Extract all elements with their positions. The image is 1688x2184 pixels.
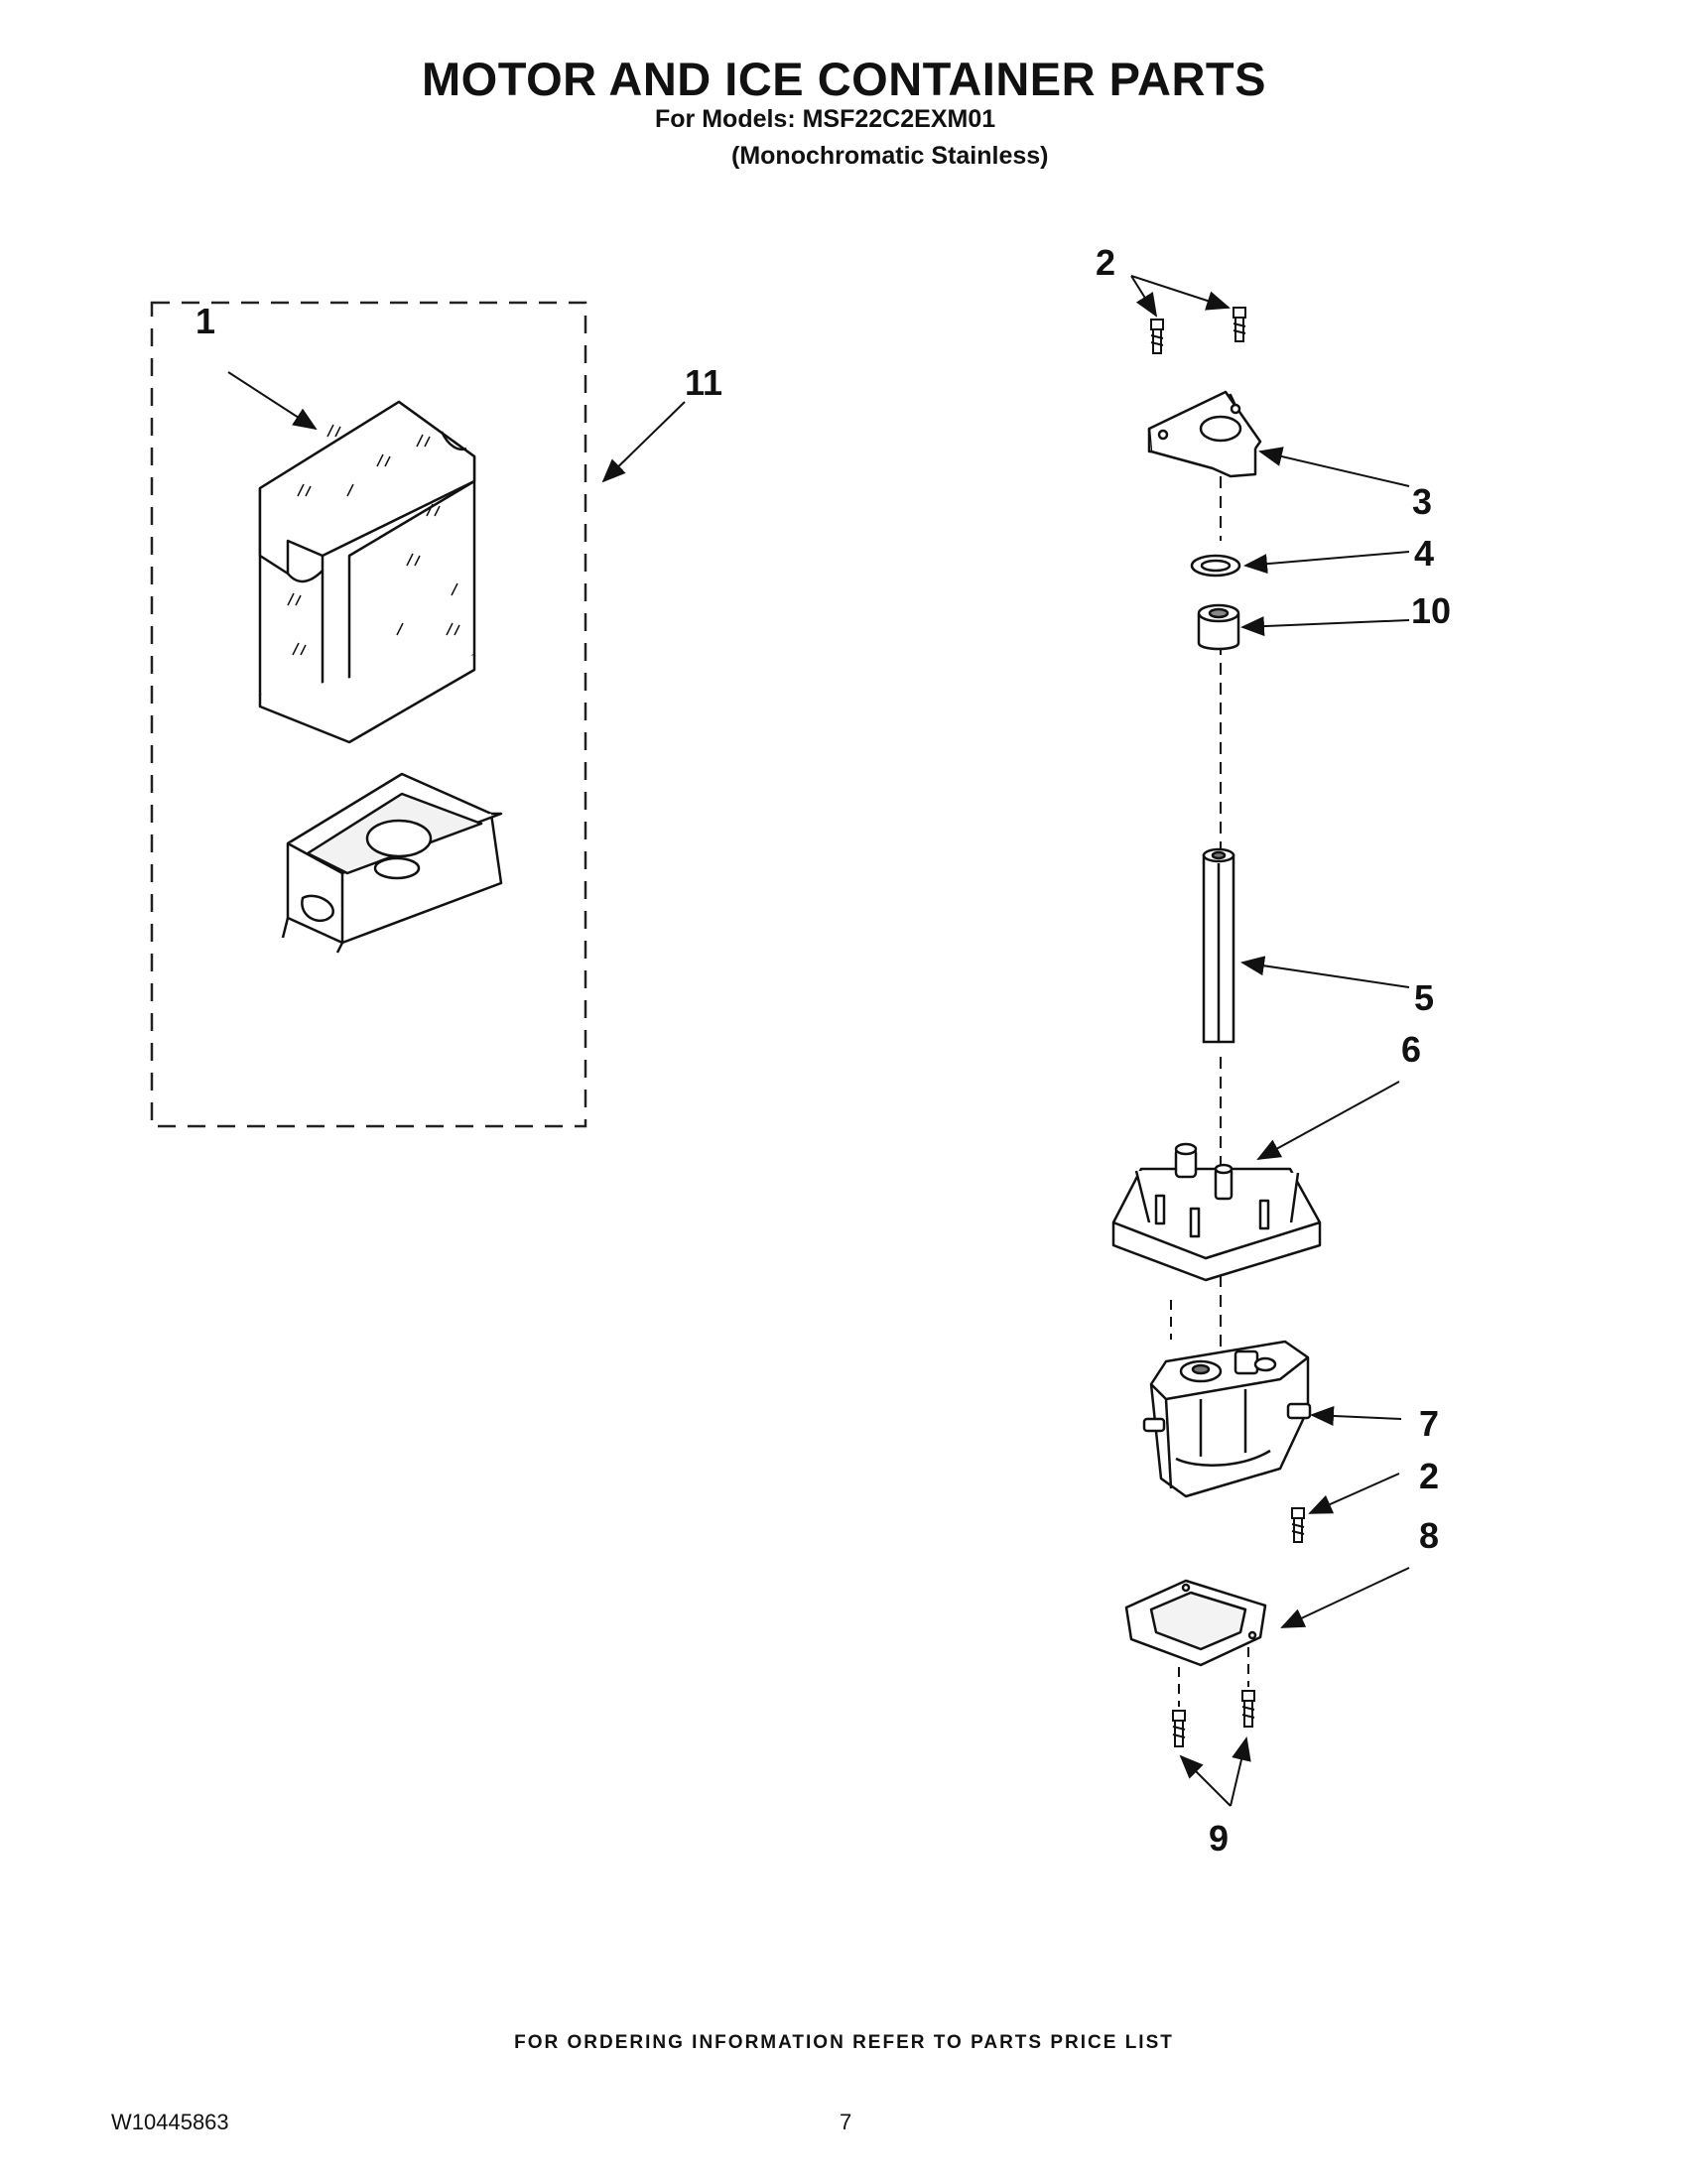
callout-7: 7 [1419,1403,1439,1444]
motor-cover [1111,1142,1322,1282]
callout-1: 1 [195,301,215,341]
kit-dashed-box [150,301,587,1128]
color-line: (Monochromatic Stainless) [731,142,1049,170]
bearing [1197,603,1240,651]
callout-5: 5 [1414,977,1434,1018]
screw-lower-left [1172,1710,1186,1747]
screw-top-left [1150,319,1164,354]
callout-10: 10 [1411,590,1451,631]
page-title: MOTOR AND ICE CONTAINER PARTS [422,53,1266,105]
screw-bottom [1291,1507,1305,1543]
ordering-note: FOR ORDERING INFORMATION REFER TO PARTS … [514,2032,1174,2053]
gasket-plate [1124,1579,1267,1667]
callout-11: 11 [685,362,722,403]
drive-shaft [1202,847,1235,1044]
motor-mount-bracket [1147,390,1262,478]
callout-9: 9 [1209,1818,1229,1859]
screw-lower-right [1241,1690,1255,1728]
callout-3: 3 [1412,481,1432,522]
models-line: For Models: MSF22C2EXM01 [655,105,996,133]
callout-2-bottom: 2 [1419,1456,1439,1496]
document-number: W10445863 [111,2110,229,2134]
screw-top-right [1233,307,1246,342]
callout-8: 8 [1419,1515,1439,1556]
page-number: 7 [840,2110,852,2134]
gear-motor [1142,1340,1312,1498]
callout-4: 4 [1414,533,1434,574]
callout-6: 6 [1401,1029,1421,1070]
callout-2-top: 2 [1096,242,1115,283]
ice-bin-insert [281,772,503,954]
washer [1190,554,1241,578]
ice-container-bin [258,400,476,744]
